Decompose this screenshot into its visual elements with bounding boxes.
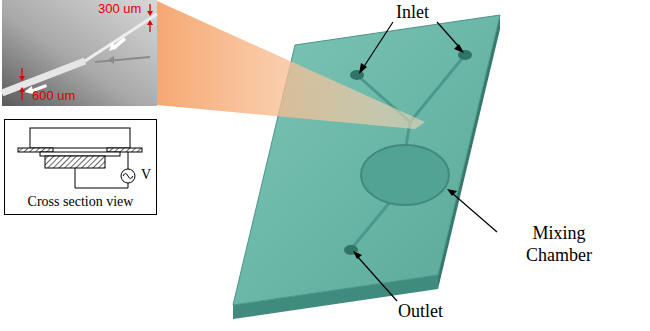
signal-label: V (141, 166, 151, 183)
zoom-cone (157, 1, 425, 129)
micro-channel (85, 14, 157, 61)
dimension-marker (19, 4, 153, 100)
arrow-head (353, 44, 464, 259)
inlet-hole (458, 50, 472, 60)
cross-section-drawing (18, 128, 142, 188)
micrograph (2, 0, 157, 106)
part-label: Mixing Chamber (500, 222, 618, 266)
leader-line (357, 22, 497, 301)
inset-box: Cross section view (4, 119, 157, 215)
micro-channel (95, 57, 150, 62)
mixing-chamber (361, 145, 449, 205)
part-label: Outlet (398, 300, 443, 322)
part-label: Inlet (396, 1, 429, 23)
inlet-hole (350, 70, 364, 80)
dimension-label: 600 um (32, 88, 75, 104)
microchannel (352, 55, 465, 248)
caption-text: Cross section view (28, 194, 134, 214)
flow-arrow (24, 37, 126, 94)
flow-arrow (108, 56, 114, 64)
dimension-label: 300 um (98, 1, 141, 17)
